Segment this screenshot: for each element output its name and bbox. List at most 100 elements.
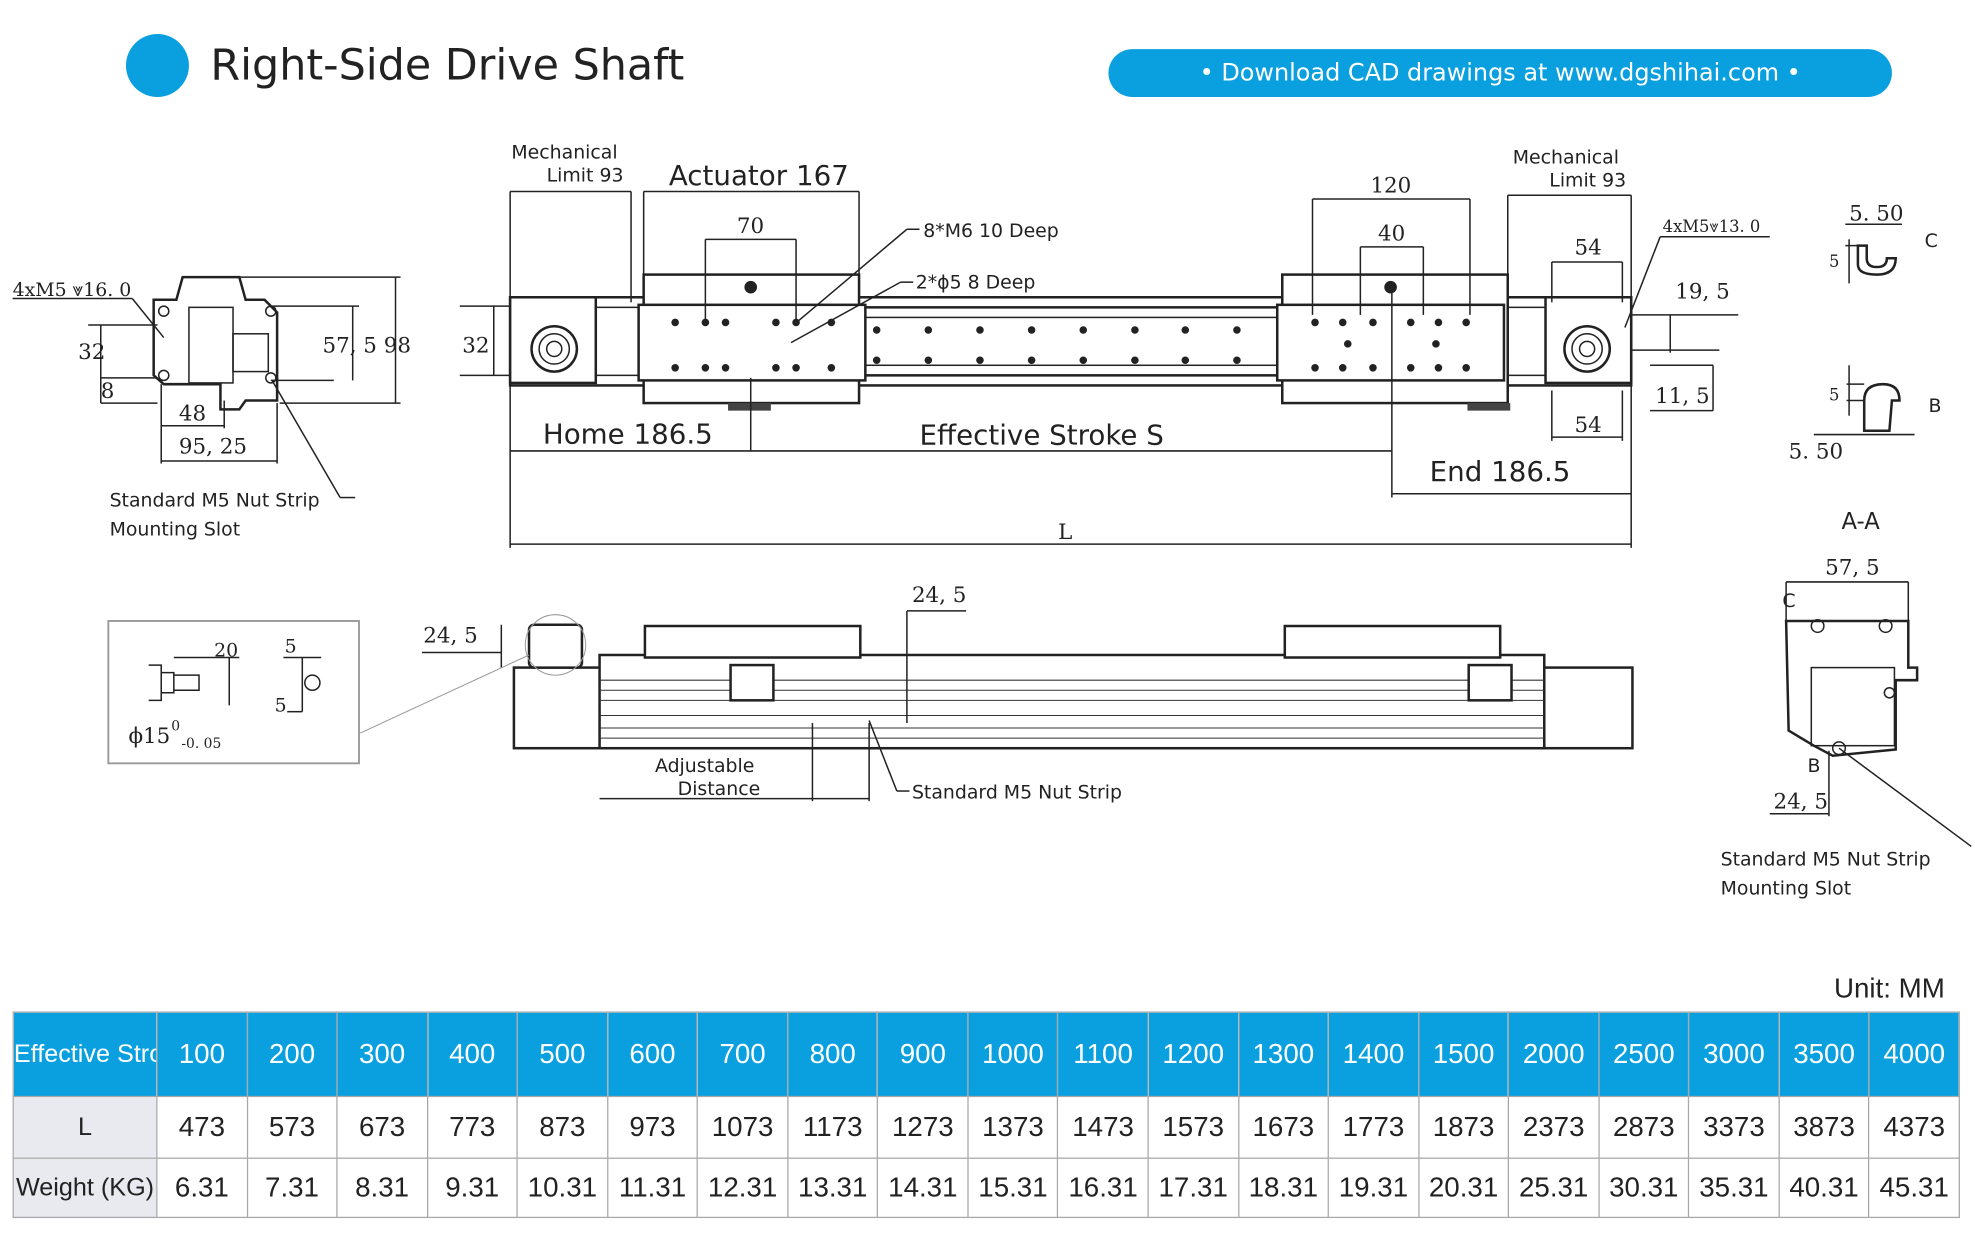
slot-c-dim5: 5 [1829,252,1839,271]
spec-table: Effective Stroke100200300400500600700800… [12,1011,1960,1219]
hole-icon [772,318,780,327]
table-cell-stroke: 700 [696,1011,789,1098]
mech-limit-left-label-2: Limit 93 [547,164,624,186]
section-slot-label-2: Mounting Slot [1721,877,1852,899]
phi15: ϕ15 [128,724,170,749]
slot-label-2: Mounting Slot [110,518,241,540]
hole-icon [744,280,758,294]
length-L-dimension: L [1058,520,1072,545]
table-cell-stroke: 800 [787,1011,879,1098]
table-cell-stroke: 4000 [1868,1011,1960,1098]
end-dimension: End 186.5 [1430,455,1571,488]
hole-icon [772,364,780,372]
dim-19-5: 19, 5 [1675,280,1729,305]
section-dim-24-5: 24, 5 [1774,790,1828,815]
table-cell-L: 1173 [787,1095,879,1159]
table-cell-weight: 45.31 [1868,1157,1960,1219]
unit-label: Unit: MM [1833,972,1945,1004]
section-a-a [1769,581,1972,848]
row-label-L: L [12,1095,158,1159]
effective-stroke-dimension: Effective Stroke S [920,419,1164,452]
table-cell-stroke: 100 [156,1011,248,1098]
table-cell-weight: 18.31 [1237,1157,1330,1219]
dim-5b: 5 [275,695,287,717]
dim-8: 8 [101,379,115,404]
table-cell-stroke: 900 [877,1011,969,1098]
hole-icon [1338,318,1347,327]
hole-icon [1432,340,1440,348]
hole-icon [1079,326,1088,334]
hole-icon [701,318,710,327]
dim-57-98: 57, 5 98 [322,334,411,359]
hole-icon [1181,356,1190,365]
mech-limit-right-label-2: Limit 93 [1549,169,1626,191]
hole-icon [1406,364,1415,372]
table-row-stroke: Effective Stroke100200300400500600700800… [12,1011,1960,1098]
dim-20: 20 [214,639,238,661]
slot-b-label: B [1928,395,1941,417]
slot-b-dim5: 5 [1829,386,1839,405]
bearing-left-icon [530,324,579,373]
table-cell-L: 973 [606,1095,699,1159]
slot-label: Standard M5 Nut Strip [110,489,320,511]
table-cell-stroke: 3500 [1778,1011,1870,1098]
dim-32: 32 [78,340,105,365]
slot-profiles [1813,223,1915,436]
table-cell-L: 1873 [1417,1095,1510,1159]
table-cell-stroke: 2500 [1598,1011,1690,1098]
table-cell-L: 1073 [696,1095,789,1159]
table-cell-stroke: 1000 [967,1011,1059,1098]
download-cad-banner[interactable]: • Download CAD drawings at www.dgshihai.… [1108,49,1892,97]
section-title: A-A [1842,509,1881,535]
table-cell-L: 573 [246,1095,338,1159]
hole-icon [1406,318,1415,327]
slot-b-dim: 5. 50 [1789,439,1843,464]
hole-icon [1131,356,1139,365]
hole-icon [1384,280,1397,294]
hole-icon [1233,356,1241,365]
hole-icon [1027,356,1036,365]
adjustable-label: Adjustable [655,755,754,777]
hole-icon [1311,318,1319,327]
table-cell-L: 1773 [1327,1095,1420,1159]
hole-icon [1027,326,1036,334]
table-cell-weight: 8.31 [336,1157,428,1219]
table-cell-stroke: 200 [246,1011,338,1098]
mech-limit-right-label: Mechanical [1513,147,1619,169]
dim-48: 48 [179,402,206,427]
table-cell-L: 1473 [1057,1095,1149,1159]
hole-icon [721,318,730,327]
dim-54-bottom: 54 [1575,413,1602,438]
table-cell-L: 1673 [1237,1095,1330,1159]
table-cell-stroke: 2000 [1508,1011,1600,1098]
slot-c-dim: 5. 50 [1849,201,1903,226]
table-cell-weight: 35.31 [1688,1157,1780,1219]
end-view [12,275,401,499]
table-cell-weight: 19.31 [1327,1157,1420,1219]
section-slot-label: Standard M5 Nut Strip [1721,848,1931,870]
adjustable-label-2: Distance [678,778,761,800]
dim-11-5: 11, 5 [1655,384,1709,409]
dim-70: 70 [737,214,764,239]
table-cell-L: 2873 [1598,1095,1690,1159]
m6-hole-note: 8*M6 10 Deep [923,220,1059,242]
bearing-right-icon [1563,324,1612,373]
side-view [360,610,1634,802]
m5-16-note: 4xM5 ⩔16. 0 [13,279,132,301]
table-cell-weight: 14.31 [877,1157,969,1219]
table-cell-weight: 9.31 [426,1157,518,1219]
table-cell-stroke: 1300 [1237,1011,1330,1098]
table-cell-stroke: 1100 [1057,1011,1149,1098]
dim-40: 40 [1378,222,1405,247]
phi5-hole-note: 2*ϕ5 8 Deep [916,271,1036,293]
hole-icon [924,326,933,334]
table-cell-weight: 20.31 [1417,1157,1510,1219]
top-view [459,190,1770,548]
row-label-stroke: Effective Stroke [12,1011,158,1098]
hole-icon [1462,318,1470,327]
hole-icon [1343,340,1352,348]
hole-icon [1338,364,1347,372]
actuator-dimension: Actuator 167 [669,159,849,192]
hole-icon [671,364,679,372]
